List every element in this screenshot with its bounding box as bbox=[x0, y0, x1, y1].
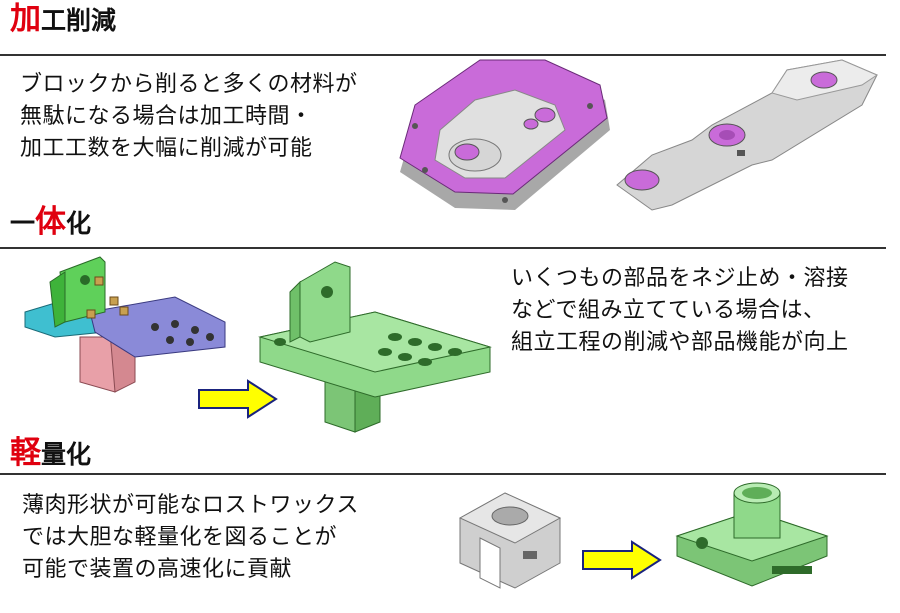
assembled-multi-part-image bbox=[24, 256, 226, 393]
section-description-machining: ブロックから削ると多くの材料が 無駄になる場合は加工時間・ 加工工数を大幅に削減… bbox=[20, 69, 358, 165]
section-heading-weight-reduction: 軽量化 bbox=[10, 436, 91, 472]
heading-accent-char: 加 bbox=[10, 1, 41, 37]
lightweight-green-part-image bbox=[675, 482, 829, 587]
section-divider bbox=[0, 54, 886, 56]
integrated-green-part-image bbox=[258, 261, 492, 433]
description-line: では大胆な軽量化を図ることが bbox=[22, 525, 338, 550]
solid-gray-block-part-image bbox=[458, 492, 562, 589]
arrow-right-icon bbox=[582, 540, 662, 580]
arrow-right-icon bbox=[198, 379, 278, 419]
heading-prefix-char: 一 bbox=[10, 209, 36, 238]
section-heading-machining: 加工削減 bbox=[10, 2, 116, 38]
description-line: 加工工数を大幅に削減が可能 bbox=[20, 136, 313, 161]
description-line: などで組み立てている場合は、 bbox=[511, 298, 826, 323]
bent-bracket-part-image bbox=[616, 59, 879, 211]
section-divider bbox=[0, 247, 886, 249]
heading-accent-char: 体 bbox=[35, 204, 67, 240]
description-line: 組立工程の削減や部品機能が向上 bbox=[511, 330, 849, 355]
description-line: 可能で装置の高速化に貢献 bbox=[22, 557, 293, 582]
heading-rest-text: 化 bbox=[66, 209, 92, 238]
description-line: ブロックから削ると多くの材料が bbox=[20, 72, 358, 97]
description-line: 薄肉形状が可能なロストワックス bbox=[22, 493, 359, 518]
heading-rest-text: 量化 bbox=[41, 440, 92, 469]
description-line: いくつもの部品をネジ止め・溶接 bbox=[511, 266, 849, 291]
description-line: 無駄になる場合は加工時間・ bbox=[20, 104, 313, 129]
magenta-housing-part-image bbox=[399, 59, 610, 210]
section-description-integration: いくつもの部品をネジ止め・溶接 などで組み立てている場合は、 組立工程の削減や部… bbox=[511, 263, 849, 359]
heading-rest-text: 工削減 bbox=[41, 6, 117, 35]
heading-accent-char: 軽 bbox=[10, 435, 41, 471]
section-description-weight-reduction: 薄肉形状が可能なロストワックス では大胆な軽量化を図ることが 可能で装置の高速化… bbox=[22, 490, 359, 586]
section-divider bbox=[0, 473, 886, 475]
section-heading-integration: 一体化 bbox=[10, 205, 91, 241]
